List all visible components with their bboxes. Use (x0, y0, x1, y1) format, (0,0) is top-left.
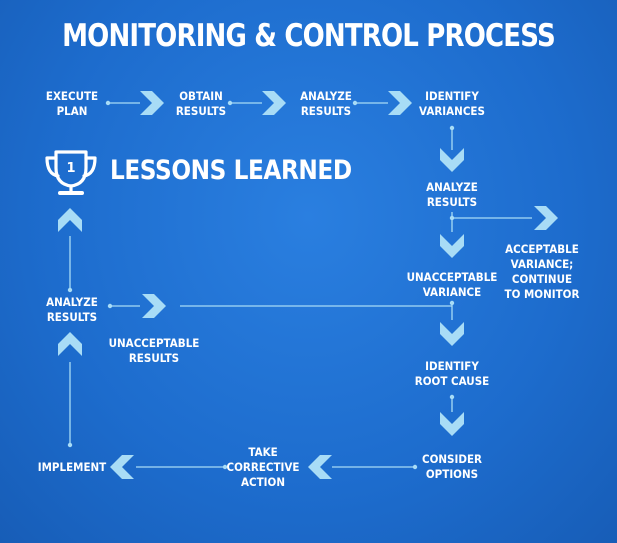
step-analyze-results-top: ANALYZE RESULTS (300, 89, 352, 118)
connector-dots (67, 100, 455, 470)
chevron-icon (440, 148, 464, 172)
step-analyze-results-left: ANALYZE RESULTS (46, 295, 98, 324)
step-obtain-results: OBTAIN RESULTS (175, 89, 227, 118)
chevron-icon (58, 332, 82, 356)
step-implement: IMPLEMENT (37, 460, 107, 474)
step-take-corrective-action: TAKE CORRECTIVE ACTION (226, 445, 300, 489)
connector-lines (69, 102, 532, 468)
step-identify-variances: IDENTIFY VARIANCES (419, 89, 485, 118)
chevron-icon (142, 294, 166, 318)
diagram-title: MONITORING & CONTROL PROCESS (62, 18, 556, 54)
trophy-number: 1 (66, 161, 75, 176)
chevron-icon (58, 208, 82, 232)
step-unacceptable-results: UNACCEPTABLE RESULTS (108, 336, 200, 365)
step-execute-plan: EXECUTE PLAN (45, 89, 99, 118)
chevron-icon (440, 234, 464, 258)
chevron-icon (440, 412, 464, 436)
step-analyze-results-right: ANALYZE RESULTS (426, 180, 478, 209)
step-acceptable-variance: ACCEPTABLE VARIANCE; CONTINUE TO MONITOR (504, 242, 580, 301)
chevron-icon (440, 322, 464, 346)
step-unacceptable-variance: UNACCEPTABLE VARIANCE (406, 270, 498, 299)
trophy-icon (45, 150, 97, 195)
step-consider-options: CONSIDER OPTIONS (421, 452, 482, 481)
chevron-icon (534, 206, 558, 230)
step-identify-root-cause: IDENTIFY ROOT CAUSE (414, 359, 490, 388)
lessons-learned-heading: LESSONS LEARNED (110, 155, 352, 186)
